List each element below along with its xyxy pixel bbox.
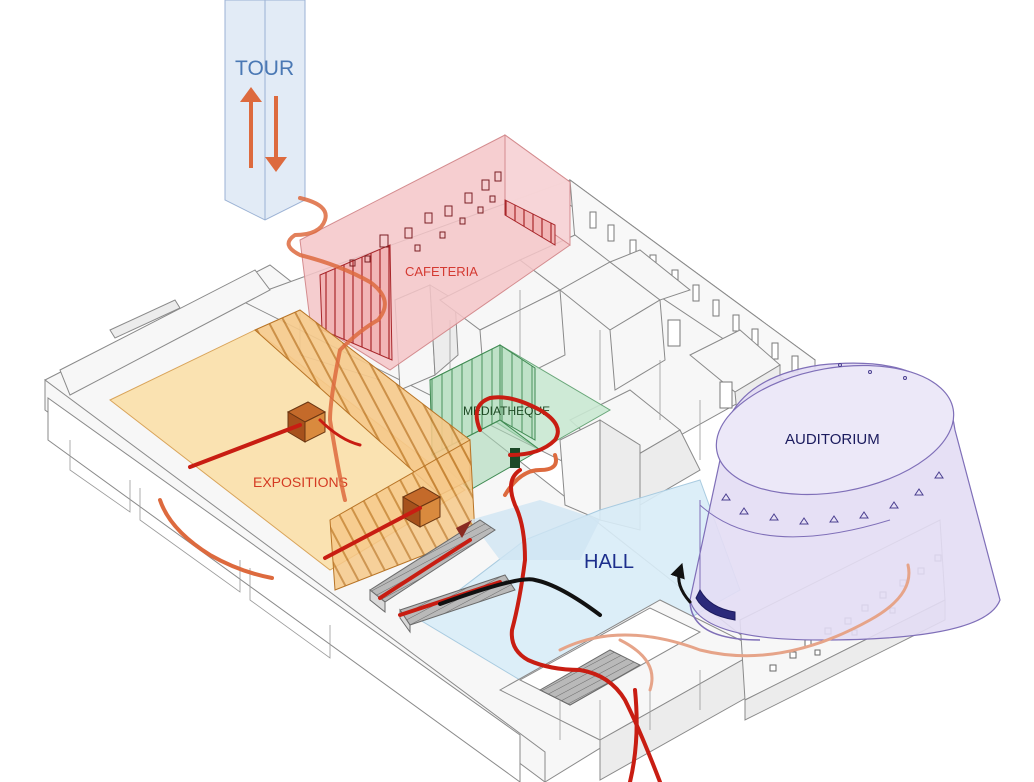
- tour-zone: TOUR: [224, 0, 306, 221]
- auditorium-label: AUDITORIUM: [785, 431, 880, 448]
- facade-panel: [47, 397, 521, 782]
- tour-label: TOUR: [235, 57, 294, 80]
- expo-back-wall: [59, 269, 271, 396]
- cafeteria-zone: CAFETERIA: [299, 134, 571, 371]
- cafeteria-label: CAFETERIA: [405, 264, 478, 279]
- mediatheque-label: MEDIATHEQUE: [463, 404, 550, 418]
- expositions-label: EXPOSITIONS: [253, 474, 348, 490]
- hall-label: HALL: [584, 551, 634, 573]
- circulation-paths: [158, 196, 911, 782]
- exhibit-lift-2: [401, 486, 442, 528]
- up-down-arrows-icon: [240, 87, 287, 172]
- auditorium-zone: AUDITORIUM: [689, 362, 1001, 641]
- stairwell: [498, 599, 762, 781]
- expositions-zone: EXPOSITIONS: [109, 309, 476, 591]
- curved-arrow-up-icon: [670, 562, 692, 604]
